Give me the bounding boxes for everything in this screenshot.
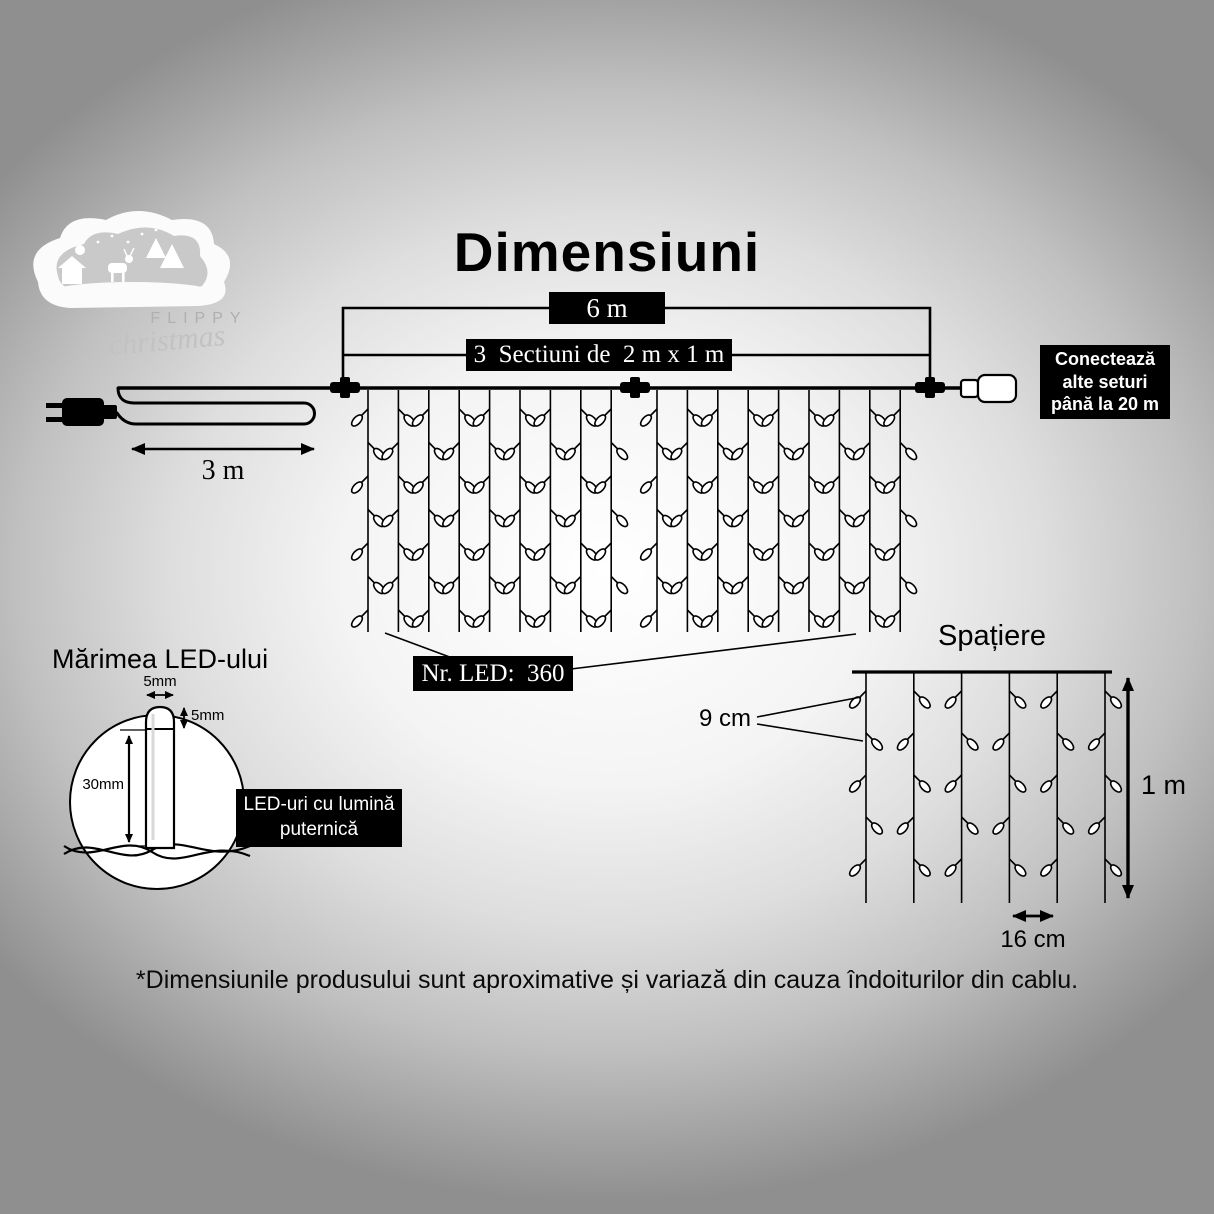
horizontal-gap-label: 16 cm — [1000, 926, 1066, 953]
connect-line-1: Conectează — [1054, 349, 1156, 370]
logo-art — [33, 211, 231, 308]
page-title: Dimensiuni — [453, 221, 761, 283]
wire-connectors — [330, 377, 945, 398]
footnote: *Dimensiunile produsului sunt aproximati… — [135, 966, 1079, 994]
curtain-section-left — [350, 390, 629, 632]
lead-wire — [115, 386, 316, 426]
curtain-height-label: 1 m — [1141, 770, 1187, 800]
bulb-width-label: 5mm — [143, 673, 177, 690]
cap-height-label: 5mm — [191, 707, 225, 724]
logo-brand-text: FLIPPY — [150, 310, 248, 327]
spacing-title: Spațiere — [937, 620, 1046, 652]
connect-line-3: până la 20 m — [1050, 394, 1160, 415]
led-size-title: Mărimea LED-ului — [52, 644, 269, 674]
connect-sets-box: Conectează alte seturi până la 20 m — [1040, 345, 1170, 419]
lead-length-label: 3 m — [201, 455, 245, 486]
connect-line-2: alte seturi — [1062, 371, 1148, 392]
total-length-box: 6 m — [549, 292, 665, 324]
led-size-diagram — [63, 691, 251, 890]
spacing-diagram — [848, 670, 1123, 903]
led-count-pointers — [384, 632, 857, 670]
vertical-gap-label: 9 cm — [698, 705, 751, 732]
bulb-length-label: 30mm — [82, 776, 124, 793]
power-plug — [46, 398, 117, 426]
led-note-line-1: LED-uri cu lumină — [243, 794, 395, 816]
spacing-arrows — [756, 677, 1134, 922]
led-count-box: Nr. LED: 360 — [413, 656, 573, 691]
end-connector — [959, 373, 1018, 404]
sections-box: 3 Sectiuni de 2 m x 1 m — [466, 339, 732, 371]
curtain-section-right — [639, 390, 918, 632]
led-note-box: LED-uri cu lumină puternică — [236, 789, 402, 847]
led-note-line-2: puternică — [279, 819, 359, 840]
